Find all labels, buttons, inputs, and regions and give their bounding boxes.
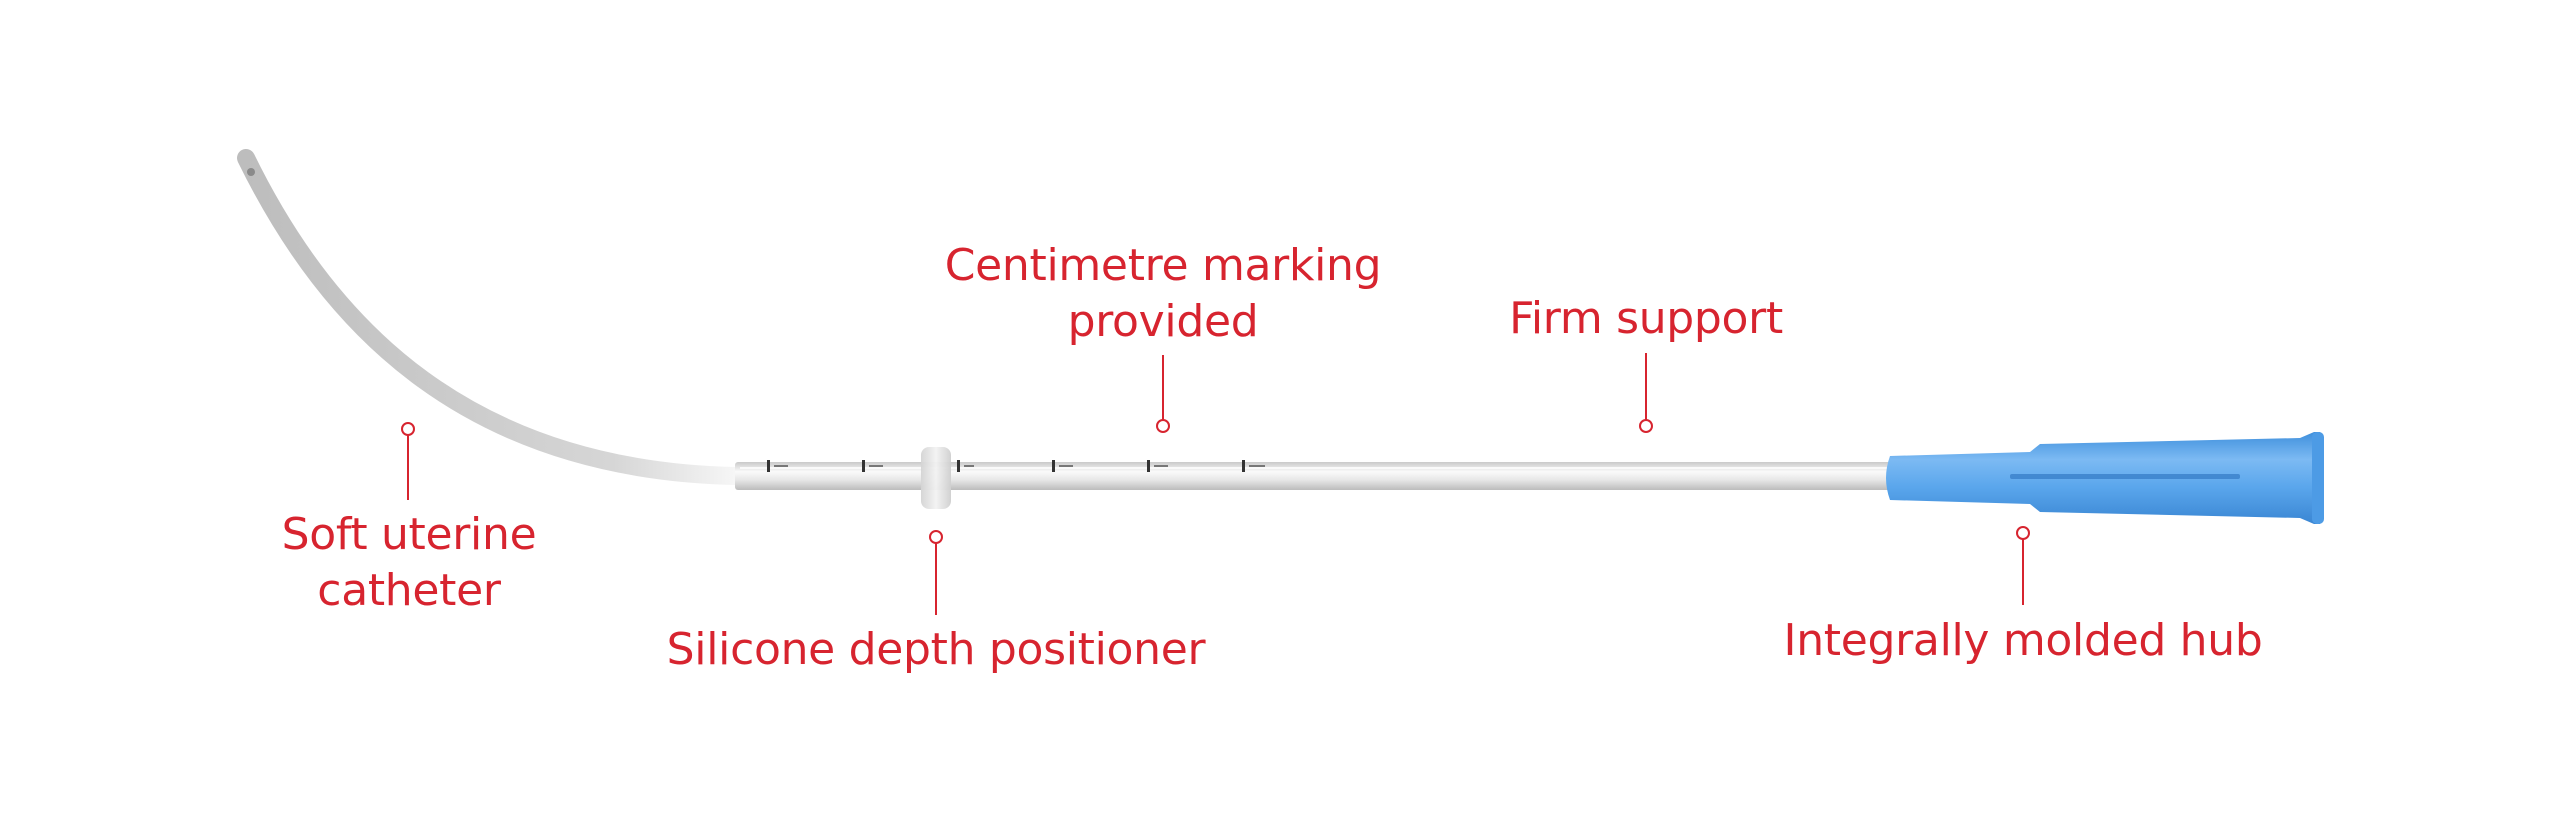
label-firm-support: Firm support xyxy=(1509,293,1783,344)
molded-hub xyxy=(1886,432,2324,524)
label-silicone-depth-positioner: Silicone depth positioner xyxy=(666,624,1206,675)
silicone-depth-positioner xyxy=(921,447,951,509)
callout-hub xyxy=(2016,526,2030,605)
callout-depth-positioner xyxy=(929,530,943,615)
callout-firm-support xyxy=(1639,353,1653,433)
callout-centimetre-marking xyxy=(1156,355,1170,433)
centimetre-markings xyxy=(767,460,1265,472)
label-soft-uterine-catheter: Soft uterine catheter xyxy=(281,509,537,616)
callout-soft-catheter xyxy=(401,422,415,500)
label-centimetre-marking: Centimetre marking provided xyxy=(944,240,1382,347)
soft-uterine-catheter xyxy=(237,149,744,485)
label-integrally-molded-hub: Integrally molded hub xyxy=(1783,615,2263,666)
firm-support-shaft xyxy=(735,462,1895,490)
